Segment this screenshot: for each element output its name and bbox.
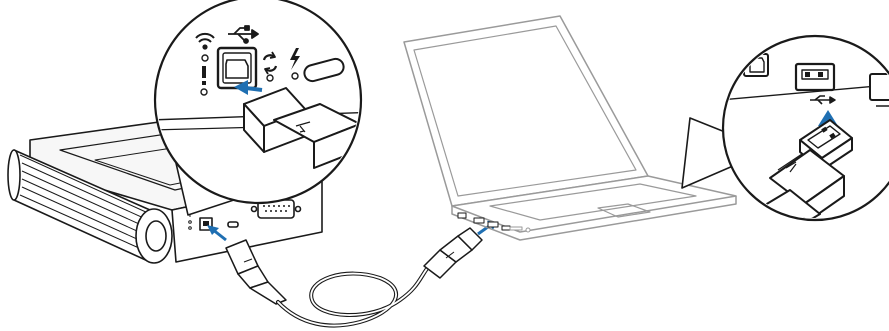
sync-led [267,75,273,81]
device-small-port [228,222,238,227]
wifi-led [202,55,208,61]
alert-icon [202,66,206,85]
device-port-zoom [150,0,380,215]
laptop-usb-port-3 [502,226,510,230]
usb-a-plug [424,228,482,278]
usb-cable [278,262,432,326]
laptop-port-1 [458,213,466,218]
laptop-usb-a-port-zoomed [796,64,834,90]
usb-b-plug [226,240,286,304]
laptop [404,16,736,240]
laptop-usb-port-1 [474,218,484,223]
alert-led [201,89,207,95]
laptop-next-port-zoomed [870,74,889,100]
zoom-insert-arrow [246,88,262,90]
power-led [292,73,298,79]
laptop-usb-port-2 [488,222,498,227]
laptop-port-zoom [682,36,889,244]
